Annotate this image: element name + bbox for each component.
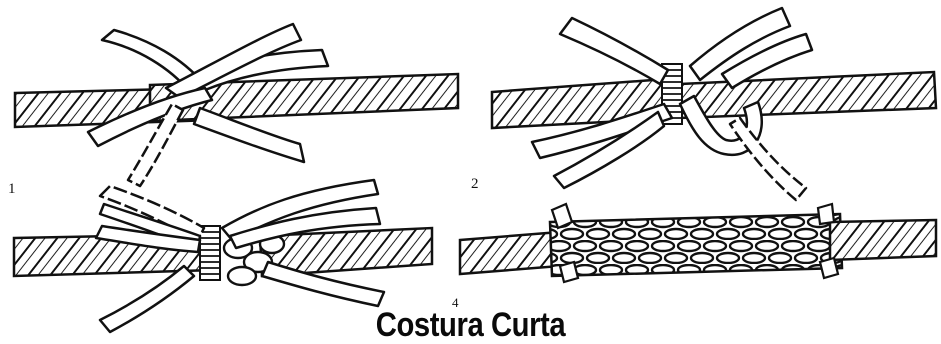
whipping-3 — [200, 226, 220, 280]
panel-step-4 — [460, 204, 936, 282]
finished-rope-left — [460, 232, 560, 274]
figure-title: Costura Curta — [66, 308, 875, 342]
finished-rope-right — [830, 220, 936, 260]
panel-step-2 — [492, 8, 936, 200]
finished-splice-braid — [550, 214, 842, 276]
panel-step-1 — [15, 24, 458, 186]
rope-right-2 — [680, 72, 936, 118]
step-number-1: 1 — [8, 182, 16, 197]
step-number-2: 2 — [471, 177, 479, 192]
